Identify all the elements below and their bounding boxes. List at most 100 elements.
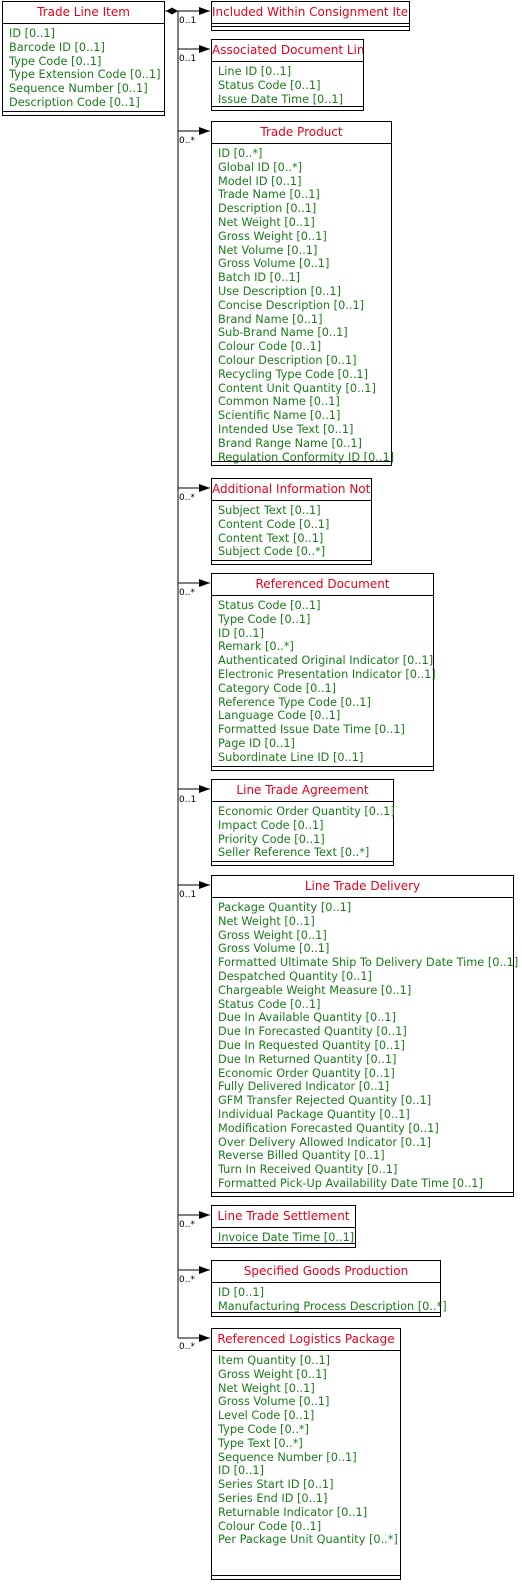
attribute-list: Package Quantity [0..1]Net Weight [0..1]… bbox=[212, 898, 518, 1191]
included-within-consignment-item-class: Included Within Consignment Item bbox=[211, 1, 410, 31]
attribute: Category Code [0..1] bbox=[218, 681, 337, 695]
class-name: Associated Document Line bbox=[212, 40, 363, 62]
attribute: Formatted Pick-Up Availability Date Time… bbox=[218, 1176, 483, 1190]
attribute: ID [0..1] bbox=[218, 1464, 264, 1478]
attribute: Status Code [0..1] bbox=[218, 599, 321, 612]
arrow-head bbox=[199, 1266, 210, 1274]
attribute: Gross Weight [0..1] bbox=[218, 1367, 327, 1381]
multiplicity-label: 0..* bbox=[179, 1220, 195, 1230]
attribute: Due In Available Quantity [0..1] bbox=[218, 1011, 396, 1025]
attribute: Impact Code [0..1] bbox=[218, 818, 324, 832]
attribute: Reverse Billed Quantity [0..1] bbox=[218, 1149, 385, 1163]
composition-diamond bbox=[166, 7, 178, 15]
attribute: Gross Volume [0..1] bbox=[218, 257, 330, 271]
attribute: Description [0..1] bbox=[218, 202, 317, 216]
attribute: Subject Code [0..*] bbox=[218, 545, 326, 559]
attribute: Type Extension Code [0..1] bbox=[9, 68, 161, 82]
multiplicity-label: 0..* bbox=[179, 1275, 195, 1285]
multiplicity-label: 0..1 bbox=[179, 890, 197, 900]
attribute: Gross Volume [0..1] bbox=[218, 1395, 330, 1409]
attribute: Model ID [0..1] bbox=[218, 174, 302, 188]
attribute: Gross Weight [0..1] bbox=[218, 229, 327, 243]
attribute: Due In Forecasted Quantity [0..1] bbox=[218, 1025, 407, 1039]
attribute: Type Code [0..*] bbox=[218, 1422, 309, 1436]
attribute: Despatched Quantity [0..1] bbox=[218, 969, 372, 983]
multiplicity-label: 0..* bbox=[179, 493, 195, 503]
attribute-list: Economic Order Quantity [0..1]Impact Cod… bbox=[212, 802, 395, 860]
class-name: Specified Goods Production bbox=[212, 1261, 440, 1283]
attribute: Brand Name [0..1] bbox=[218, 312, 323, 326]
operations-divider bbox=[212, 1192, 513, 1193]
operations-divider bbox=[212, 26, 409, 27]
attribute: Economic Order Quantity [0..1] bbox=[218, 1066, 395, 1080]
attribute: Priority Code [0..1] bbox=[218, 832, 325, 846]
attribute: ID [0..*] bbox=[218, 147, 263, 160]
attribute: Net Volume [0..1] bbox=[218, 243, 318, 257]
attribute: ID [0..1] bbox=[218, 626, 264, 640]
arrow-head bbox=[199, 127, 210, 135]
arrow-head bbox=[199, 785, 210, 793]
operations-divider bbox=[212, 1575, 400, 1576]
attribute: Remark [0..*] bbox=[218, 640, 294, 654]
attribute: Page ID [0..1] bbox=[218, 736, 295, 750]
class-name: Line Trade Settlement bbox=[212, 1206, 355, 1228]
attribute: Subordinate Line ID [0..1] bbox=[218, 750, 364, 764]
arrow-head bbox=[199, 484, 210, 492]
attribute: Net Weight [0..1] bbox=[218, 1381, 315, 1395]
attribute: Intended Use Text [0..1] bbox=[218, 422, 354, 436]
attribute: Content Code [0..1] bbox=[218, 517, 330, 531]
attribute-list: Invoice Date Time [0..1] bbox=[212, 1228, 355, 1245]
attribute-list: Status Code [0..1]Type Code [0..1]ID [0.… bbox=[212, 596, 436, 765]
operations-divider bbox=[3, 111, 164, 112]
attribute: Line ID [0..1] bbox=[218, 65, 292, 78]
attribute: Content Text [0..1] bbox=[218, 531, 324, 545]
attribute-list: Item Quantity [0..1]Gross Weight [0..1]N… bbox=[212, 1351, 400, 1547]
arrow-head bbox=[199, 45, 210, 53]
attribute: Global ID [0..*] bbox=[218, 160, 303, 174]
class-name: Referenced Logistics Package bbox=[212, 1329, 400, 1351]
operations-divider bbox=[212, 1312, 440, 1313]
attribute: Colour Code [0..1] bbox=[218, 340, 322, 354]
attribute: Economic Order Quantity [0..1] bbox=[218, 805, 395, 818]
multiplicity-label: 0..* bbox=[179, 588, 195, 598]
attribute: Regulation Conformity ID [0..1] bbox=[218, 450, 395, 464]
attribute: Language Code [0..1] bbox=[218, 709, 341, 723]
attribute: Chargeable Weight Measure [0..1] bbox=[218, 983, 412, 997]
attribute: Batch ID [0..1] bbox=[218, 271, 301, 285]
attribute-list: ID [0..*]Global ID [0..*]Model ID [0..1]… bbox=[212, 144, 395, 464]
attribute: Use Description [0..1] bbox=[218, 284, 341, 298]
attribute: Issue Date Time [0..1] bbox=[218, 92, 344, 106]
operations-divider bbox=[212, 106, 363, 107]
attribute: Subject Text [0..1] bbox=[218, 504, 321, 517]
attribute: Sequence Number [0..1] bbox=[218, 1450, 357, 1464]
attribute: Common Name [0..1] bbox=[218, 395, 340, 409]
attribute: Reference Type Code [0..1] bbox=[218, 695, 371, 709]
attribute: GFM Transfer Rejected Quantity [0..1] bbox=[218, 1094, 432, 1108]
attribute: Brand Range Name [0..1] bbox=[218, 436, 362, 450]
attribute: Due In Returned Quantity [0..1] bbox=[218, 1052, 397, 1066]
attribute: Formatted Issue Date Time [0..1] bbox=[218, 723, 405, 737]
attribute: Scientific Name [0..1] bbox=[218, 409, 341, 423]
operations-divider bbox=[212, 461, 391, 462]
attribute: Returnable Indicator [0..1] bbox=[218, 1505, 368, 1519]
multiplicity-label: 0..* bbox=[179, 1342, 195, 1352]
attribute: Content Unit Quantity [0..1] bbox=[218, 381, 376, 395]
attribute: Gross Weight [0..1] bbox=[218, 928, 327, 942]
attribute: Recycling Type Code [0..1] bbox=[218, 367, 369, 381]
attribute: ID [0..1] bbox=[9, 27, 55, 40]
attribute: Status Code [0..1] bbox=[218, 997, 321, 1011]
attribute: Due In Requested Quantity [0..1] bbox=[218, 1038, 405, 1052]
attribute: Sequence Number [0..1] bbox=[9, 82, 148, 96]
attribute: Concise Description [0..1] bbox=[218, 298, 365, 312]
class-name: Line Trade Delivery bbox=[212, 876, 513, 898]
attribute: Status Code [0..1] bbox=[218, 78, 321, 92]
attribute: Sub-Brand Name [0..1] bbox=[218, 326, 348, 340]
attribute-list: ID [0..1]Barcode ID [0..1]Type Code [0..… bbox=[3, 24, 164, 110]
attribute: Fully Delivered Indicator [0..1] bbox=[218, 1080, 390, 1094]
attribute: Electronic Presentation Indicator [0..1] bbox=[218, 667, 436, 681]
attribute: Turn In Received Quantity [0..1] bbox=[218, 1163, 398, 1177]
class-name: Line Trade Agreement bbox=[212, 780, 393, 802]
